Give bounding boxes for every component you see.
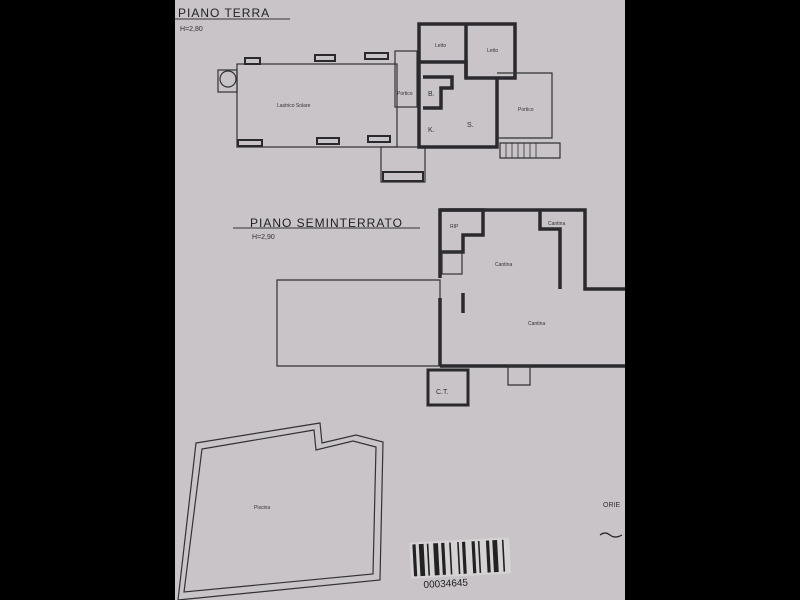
room-label-bagno: B.	[428, 91, 435, 98]
barcode: 00034645	[409, 537, 512, 591]
signature	[599, 532, 623, 538]
room-label-soggiorno: S.	[467, 122, 474, 129]
ground-floor-plan: PIANO TERRA H=2,80 Letto Letto Lastrico …	[175, 6, 561, 183]
room-label-lastrico-solare: Lastrico Solare	[277, 103, 311, 109]
room-label-centrale-termica: C.T.	[436, 389, 449, 396]
barcode-bar	[461, 541, 467, 574]
room-label-cantina-1: Cantina	[495, 262, 512, 268]
barcode-bar	[426, 543, 431, 576]
room-label-letto-2: Letto	[487, 48, 498, 54]
room-label-cantina-3: Cantina	[528, 321, 545, 327]
ground-floor-title: PIANO TERRA	[178, 6, 270, 20]
pool-plan: Piscina	[177, 422, 384, 600]
barcode-bar	[441, 542, 447, 575]
barcode-bar	[412, 544, 418, 577]
ground-floor-height: H=2,80	[180, 26, 203, 33]
barcode-bar	[449, 542, 453, 575]
basement-title: PIANO SEMINTERRATO	[250, 216, 403, 230]
floor-plan-sheet	[175, 0, 625, 600]
barcode-bar	[485, 540, 491, 573]
barcode-bar	[433, 543, 440, 576]
barcode-bar	[477, 540, 482, 574]
orientation-label: ORIE	[603, 502, 620, 509]
room-label-portico-1: Portico	[397, 91, 413, 97]
room-label-portico-2: Portico	[518, 107, 534, 113]
basement-height: H=2,90	[252, 234, 275, 241]
pool-label: Piscina	[254, 505, 270, 511]
room-label-letto-1: Letto	[435, 43, 446, 49]
basement-plan: PIANO SEMINTERRATO H=2,90 RIP Cantina Ca…	[233, 208, 625, 407]
barcode-bar	[418, 543, 426, 577]
room-label-cucina: K.	[428, 127, 435, 134]
barcode-number: 00034645	[423, 578, 468, 591]
barcode-bar	[501, 539, 506, 572]
barcode-bar	[457, 542, 461, 575]
barcode-bar	[471, 541, 477, 574]
room-label-cantina-2: Cantina	[548, 221, 565, 227]
barcode-bar	[492, 540, 499, 573]
room-label-ripostiglio: RIP	[450, 224, 459, 230]
